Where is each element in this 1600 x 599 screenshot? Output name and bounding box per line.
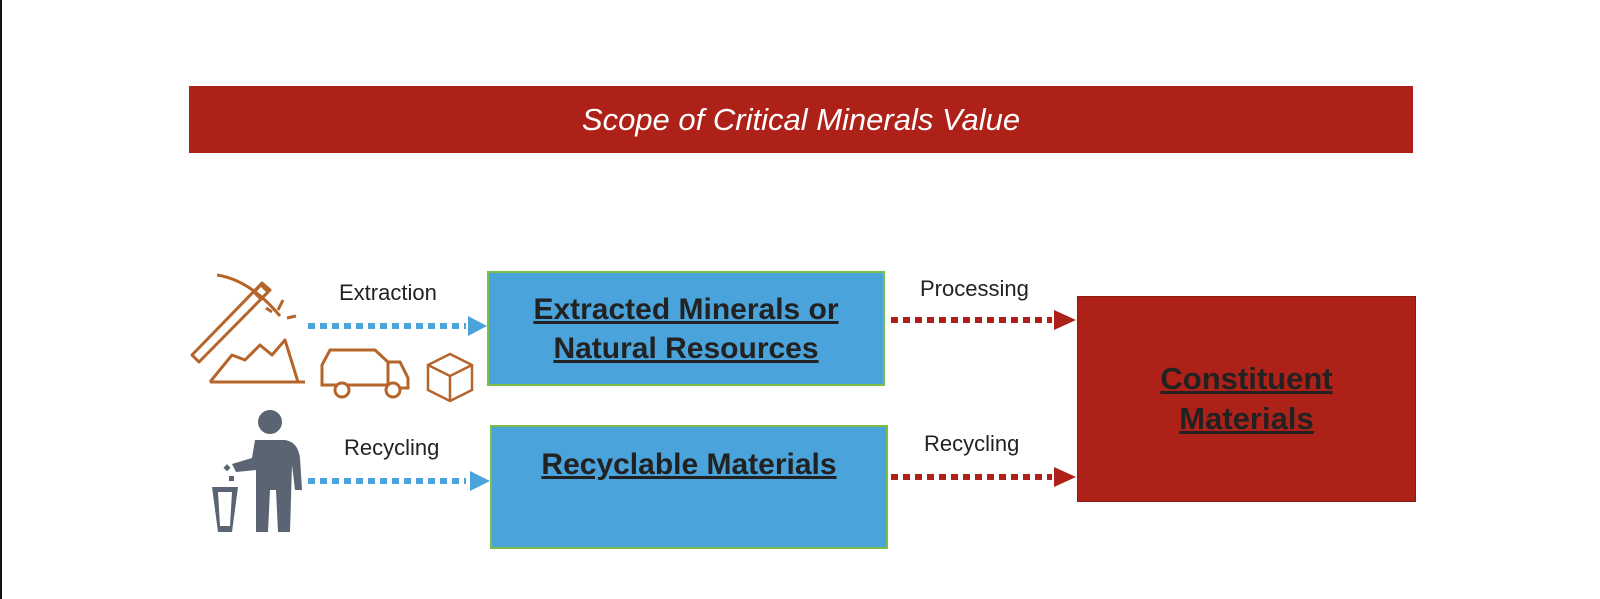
recycling-label-right: Recycling bbox=[924, 431, 1020, 456]
extraction-label: Extraction bbox=[339, 280, 437, 305]
processing-arrow bbox=[891, 310, 1076, 330]
extraction-arrow bbox=[308, 316, 487, 336]
box-icon bbox=[426, 352, 474, 403]
pickaxe-icon bbox=[190, 273, 305, 384]
recycling-label-left: Recycling bbox=[344, 435, 440, 460]
extracted-minerals-box: Extracted Minerals or Natural Resources bbox=[487, 271, 885, 386]
processing-label: Processing bbox=[920, 276, 1029, 301]
person-recycling-icon bbox=[212, 410, 302, 532]
dump-truck-icon bbox=[320, 348, 410, 399]
recyclable-materials-box: Recyclable Materials bbox=[490, 425, 888, 549]
diagram-title: Scope of Critical Minerals Value bbox=[189, 86, 1413, 153]
constituent-materials-box: Constituent Materials bbox=[1077, 296, 1416, 502]
recycling-arrow-right bbox=[891, 467, 1076, 487]
left-border bbox=[0, 0, 2, 599]
recycling-arrow-left bbox=[308, 471, 490, 491]
